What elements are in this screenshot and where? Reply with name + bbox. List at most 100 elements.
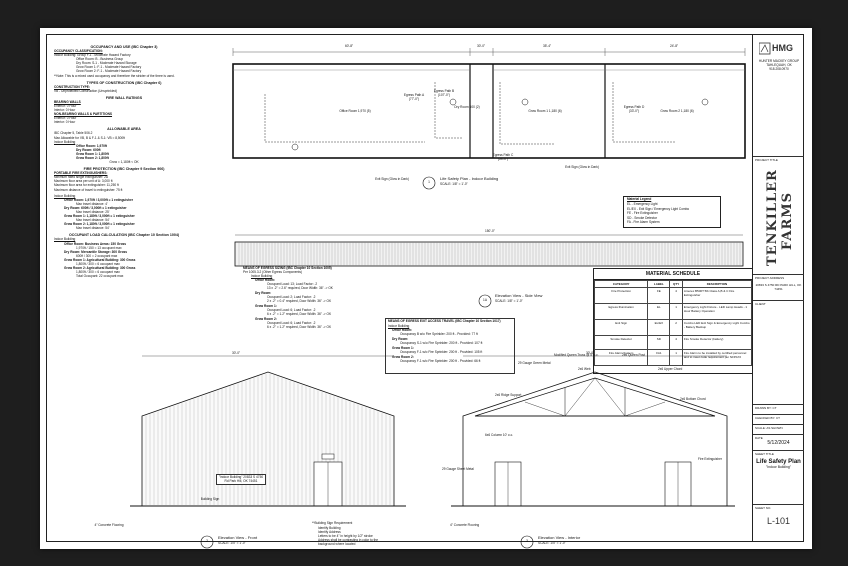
protection-line: Maximum distance of travel to extinguish…	[54, 187, 123, 192]
interior-title: Elevation View - Interior	[538, 535, 581, 540]
exit-travel-line: Office Room:	[392, 328, 413, 332]
egress-sizing-line: 13 x .2" = 2.6" required, Door Width: 36…	[267, 286, 333, 290]
nonbearing-line: Interior: 0 Hour	[54, 120, 76, 125]
egress-sizing-line: Grow Room 2:	[255, 317, 277, 321]
address-value: 20833 S 4750 RD PARK HILL, OK 74451	[755, 283, 802, 291]
plan-scale: SCALE: 1/8" = 1'-0"	[440, 182, 468, 186]
bearing-line: Interior: 0 Hour	[54, 108, 76, 113]
scale-value: SCALE: AS SHOWN	[755, 426, 783, 430]
sign-req-item: Identify Address	[318, 530, 341, 534]
project-name: TENKILLER FARMS	[763, 169, 797, 266]
extinguisher-line: Grow Room 2: 1,180ft / 3,000ft = 1 extin…	[64, 222, 135, 227]
table-row: Exit Sign EL/EX 2 Combo LED Exit Sign & …	[593, 319, 753, 336]
interior-label: Fire Extinguisher	[698, 457, 722, 461]
schedule-header: QTY	[669, 280, 683, 288]
room-office: Office Room 1,970 (5)	[339, 109, 371, 113]
occupancy-title: OCCUPANCY AND USE (IBC Chapter 3)	[90, 45, 158, 49]
exit-travel-line: Dry Room:	[392, 337, 409, 341]
room-dry: Dry Room 600 (2)	[454, 105, 480, 109]
load-line: Total Occupant: 22 occupant max	[76, 274, 124, 279]
front-elevation-drawing	[130, 355, 406, 507]
extinguisher-line: Dry Room: 600ft / 3,000ft = 1 extinguish…	[64, 205, 127, 210]
area-line: Max Allowable for VB, B & F-1 & S-1: VB …	[54, 135, 125, 140]
interior-label: 2x6 Web	[578, 367, 591, 371]
dim-3: 35'-4"	[543, 44, 552, 48]
material-legend: Material Legend EL - Emergency Light EL/…	[623, 196, 721, 228]
legend-item: FA - Fire Alarm System	[627, 220, 660, 224]
floor-plan-drawing	[232, 48, 746, 159]
load-line: 600ft / 300 = 2 occupant max	[76, 253, 118, 258]
sheet-no-cell: SHEET NO. L-101	[753, 504, 804, 542]
load-title: OCCUPANT LOAD CALCULATION (IBC Chapter 1…	[68, 233, 180, 238]
dim-2: 30'-0"	[477, 44, 486, 48]
occupancy-class: OCCUPANCY CLASSIFICATION:	[54, 49, 103, 53]
sheet-border	[46, 34, 804, 542]
protection-line: Maximum floor area for extinguisher: 11,…	[54, 183, 119, 188]
schedule-cell: Smoke Detector	[593, 335, 649, 350]
bearing-walls: BEARING WALLS	[54, 99, 81, 104]
occupancy-line: Indoor Building: Group F-1 - Moderate Ha…	[54, 53, 131, 58]
schedule-title: MATERIAL SCHEDULE	[594, 269, 752, 280]
side-number: 1A	[483, 298, 487, 302]
address-cell: PROJECT ADDRESS 20833 S 4750 RD PARK HIL…	[753, 274, 804, 300]
dim-4: 24'-8"	[670, 44, 679, 48]
extinguishers-heading: PORTABLE FIRE EXTINGUISHERS:	[54, 171, 108, 176]
sign-req-title: **Building Sign Requirement	[312, 521, 353, 525]
dim-1: 60'-8"	[345, 44, 354, 48]
building-sign-text: "Indoor Building" 20833 S 4750 Rd Park H…	[216, 474, 266, 486]
schedule-cell: Fire Protection	[593, 287, 649, 304]
egress-sizing-sub: Per 1005.3.2 (Other Egress Components)	[243, 270, 302, 274]
interior-label: Modified Queen Truss @ 5' o.c.	[554, 353, 599, 357]
interior-scale: SCALE: 1/4" = 1'-0"	[538, 541, 566, 545]
egress-sizing-line: 6 x .2" = 1.2" required, Door Width: 36"…	[267, 325, 332, 329]
front-number: 2	[206, 539, 208, 543]
interior-label: 2x6 Queen Post	[622, 353, 645, 357]
sheet-title: Life Safety Plan	[756, 459, 801, 465]
schedule-cell: Fire Alarm System	[593, 349, 649, 366]
code-notes: OCCUPANCY AND USE (IBC Chapter 3) OCCUPA…	[54, 42, 234, 372]
schedule-cell: 1	[669, 303, 683, 320]
title-block: HMG HUNTER MACKEY GROUP TAHLEQUAH, OK 91…	[752, 34, 804, 542]
sign-req-item: Identify Building	[318, 526, 341, 530]
table-row: Smoke Detector SD 4 Fire Smoke Detector …	[593, 335, 753, 350]
table-row: Fire Alarm System FA1 1 Fire Alarm to be…	[593, 349, 753, 366]
checked-by-cell: CHECKED BY: CT	[753, 414, 804, 424]
schedule-cell: FE	[647, 287, 671, 304]
schedule-cell: Fire Smoke Detector (battery)	[681, 335, 753, 350]
firm-line: TAHLEQUAH, OK	[766, 63, 792, 67]
sheet-no-label: SHEET NO.	[755, 506, 772, 510]
egress-path-c: Egress Path C (53'-0")	[492, 153, 514, 161]
extinguisher-line: Max travel distance: 4'	[76, 201, 108, 206]
schedule-header: CATEGORY	[593, 280, 649, 288]
extinguisher-line: Office Room: 1,970ft / 3,000ft = 1 extin…	[64, 197, 133, 202]
egress-sizing-line: Dry Room:	[255, 291, 272, 295]
load-line: 1,970ft / 150 = 13 occupant max	[76, 245, 122, 250]
front-scale: SCALE: 1/4" = 1'-0"	[218, 541, 246, 545]
interior-number-bubble	[520, 535, 534, 549]
firm-line: HUNTER MACKEY GROUP	[758, 59, 800, 63]
client-label: CLIENT	[755, 302, 766, 306]
exit-travel-line: Occupancy F-1 w/o Fire Sprinkler: 200 ft…	[400, 350, 483, 354]
project-title-label: PROJECT TITLE	[755, 158, 778, 162]
occupancy-line: Grow Room 2: F-1 - Moderate Hazard Facto…	[76, 69, 142, 74]
schedule-cell: Fire Alarm to be installed by certified …	[681, 349, 753, 366]
egress-sizing-line: Grow Room 1:	[255, 304, 277, 308]
scale-cell: SCALE: AS SHOWN	[753, 424, 804, 434]
egress-sizing-line: Office Room:	[255, 278, 276, 282]
schedule-cell: Exit Sign	[593, 319, 649, 336]
schedule-cell: Combo LED Exit Sign & Emergency Light Co…	[681, 319, 753, 336]
side-number-bubble	[478, 294, 492, 308]
room-grow-1: Grow Room 1 1,180 (6)	[528, 109, 562, 113]
client-cell: CLIENT	[753, 300, 804, 330]
schedule-cell: EL	[647, 303, 671, 320]
sign-req-item: Letters to be 4" in height by 1/2" strok…	[318, 534, 373, 538]
nonbearing-walls: NON-BEARING WALLS & PARTITIONS	[54, 112, 113, 117]
extinguisher-line: Max travel distance: 25'	[76, 210, 110, 214]
schedule-table: CATEGORY LABEL QTY DESCRIPTION Fire Prot…	[593, 280, 753, 366]
hmg-logo-icon: HMG	[759, 42, 799, 56]
date-cell: DATE 5/12/2024	[753, 434, 804, 450]
sheet-title-cell: SHEET TITLE Life Safety Plan "Indoor Bui…	[753, 450, 804, 480]
area-line: Dry Room: 600ft	[76, 147, 101, 152]
extinguisher-line: Grow Room 1: 1,180ft / 3,000ft = 1 extin…	[64, 214, 135, 219]
exit-access-travel: MEANS OF EGRESS EXIT ACCESS TRAVEL (IBC …	[385, 318, 515, 374]
